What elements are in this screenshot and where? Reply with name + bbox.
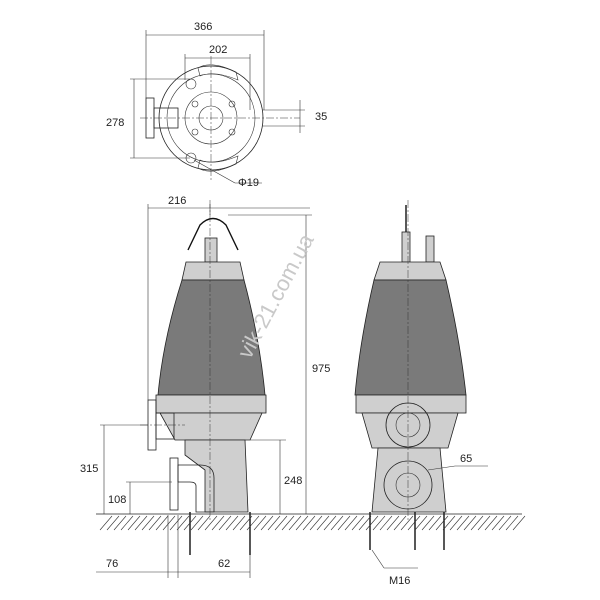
leader-line	[371, 549, 385, 569]
dim-216-label: 216	[168, 195, 186, 207]
ground	[96, 513, 526, 531]
dim-975-label: 975	[312, 363, 330, 375]
top-view-bolt-hole	[228, 128, 236, 136]
side-view: 216 975 248 315 108 76 62	[80, 195, 330, 578]
dim-62-label: 62	[218, 558, 230, 570]
dim-278-label: 278	[106, 117, 124, 129]
front-view-cable-gland	[425, 235, 435, 263]
side-view-motor-base	[155, 394, 267, 414]
dim-phi19-label: Φ19	[238, 177, 259, 189]
front-view-cable-gland	[401, 231, 411, 263]
side-view-elbow	[177, 464, 215, 513]
front-view-motor	[354, 279, 467, 396]
front-view-base	[371, 447, 447, 513]
side-view-coupling	[184, 439, 249, 513]
dim-108-label: 108	[108, 494, 126, 506]
dim-65-label: 65	[460, 453, 472, 465]
side-view-base-flange	[169, 457, 179, 511]
top-view-handle	[197, 64, 239, 81]
dim-248-label: 248	[284, 475, 302, 487]
top-view: 366 202 278 35 Φ19	[106, 21, 327, 189]
side-view-pump-housing	[159, 412, 263, 441]
leader-line	[427, 465, 456, 471]
ground-hatch	[99, 515, 526, 531]
dim-366-label: 366	[194, 21, 212, 33]
top-view-bolt-hole	[191, 128, 199, 136]
front-view-top-cap	[373, 261, 447, 281]
side-view-top-cap	[181, 261, 245, 281]
side-view-cable-entry	[204, 237, 218, 263]
dim-m16-label: M16	[389, 575, 410, 587]
front-view-pump-housing	[361, 412, 459, 449]
leader-line	[193, 159, 236, 184]
dim-315-label: 315	[80, 463, 98, 475]
top-view-bolt-hole	[185, 78, 197, 90]
top-view-bolt-hole	[228, 100, 236, 108]
front-view: 65 M16	[354, 200, 488, 587]
top-view-handle	[197, 155, 239, 172]
dim-202-label: 202	[209, 44, 227, 56]
dim-35-label: 35	[315, 111, 327, 123]
side-view-lifting-handle	[187, 217, 239, 251]
dim-76-label: 76	[106, 558, 118, 570]
side-view-discharge-pipe	[155, 412, 175, 440]
top-view-bolt-hole	[191, 100, 199, 108]
front-view-motor-base	[355, 394, 467, 414]
